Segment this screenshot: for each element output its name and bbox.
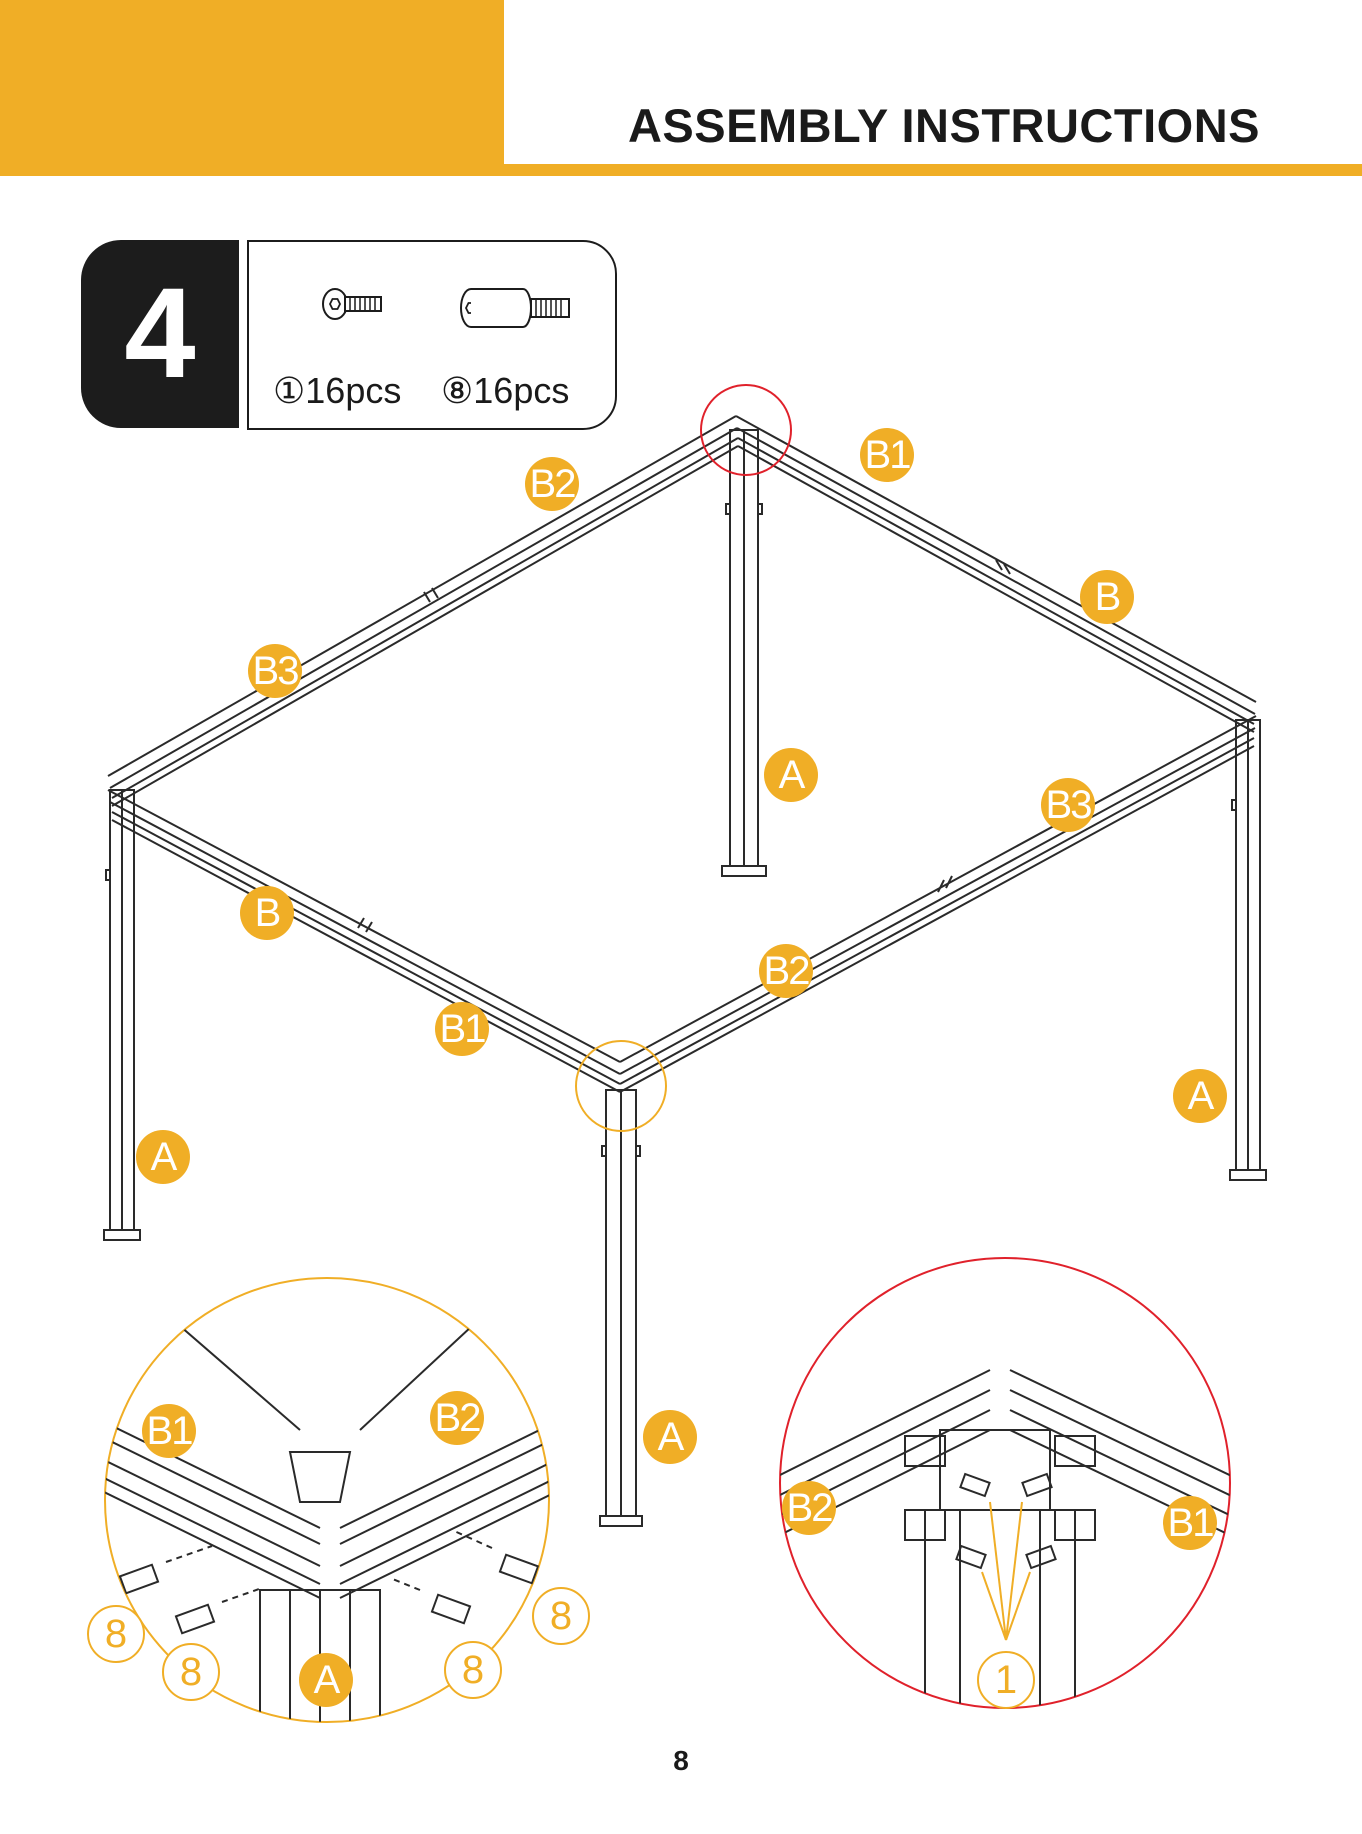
post-left xyxy=(104,790,140,1240)
callout-8: 8 xyxy=(532,1587,590,1645)
callout-8: 8 xyxy=(87,1605,145,1663)
label-b3: B3 xyxy=(248,644,302,698)
beam-back-left xyxy=(108,416,738,806)
detail-label-b1: B1 xyxy=(142,1404,196,1458)
callout-8: 8 xyxy=(162,1643,220,1701)
label-b2: B2 xyxy=(525,457,579,511)
post-back xyxy=(722,430,766,876)
page-number: 8 xyxy=(0,1745,1362,1777)
label-a: A xyxy=(136,1130,190,1184)
detail-label-a: A xyxy=(299,1653,353,1707)
detail-label-b2: B2 xyxy=(430,1391,484,1445)
beam-back-right xyxy=(736,416,1256,732)
beam-front-left xyxy=(108,790,620,1092)
label-b1: B1 xyxy=(860,428,914,482)
beam-front-right xyxy=(620,716,1256,1092)
label-a: A xyxy=(764,748,818,802)
callout-8: 8 xyxy=(444,1641,502,1699)
label-b: B xyxy=(240,886,294,940)
detail-label-b1: B1 xyxy=(1163,1496,1217,1550)
label-a: A xyxy=(1173,1069,1227,1123)
label-b: B xyxy=(1080,570,1134,624)
label-b3: B3 xyxy=(1041,778,1095,832)
label-b1: B1 xyxy=(435,1002,489,1056)
post-right xyxy=(1230,720,1266,1180)
callout-1: 1 xyxy=(977,1651,1035,1709)
detail-label-b2: B2 xyxy=(782,1481,836,1535)
label-b2: B2 xyxy=(759,944,813,998)
label-a: A xyxy=(643,1410,697,1464)
